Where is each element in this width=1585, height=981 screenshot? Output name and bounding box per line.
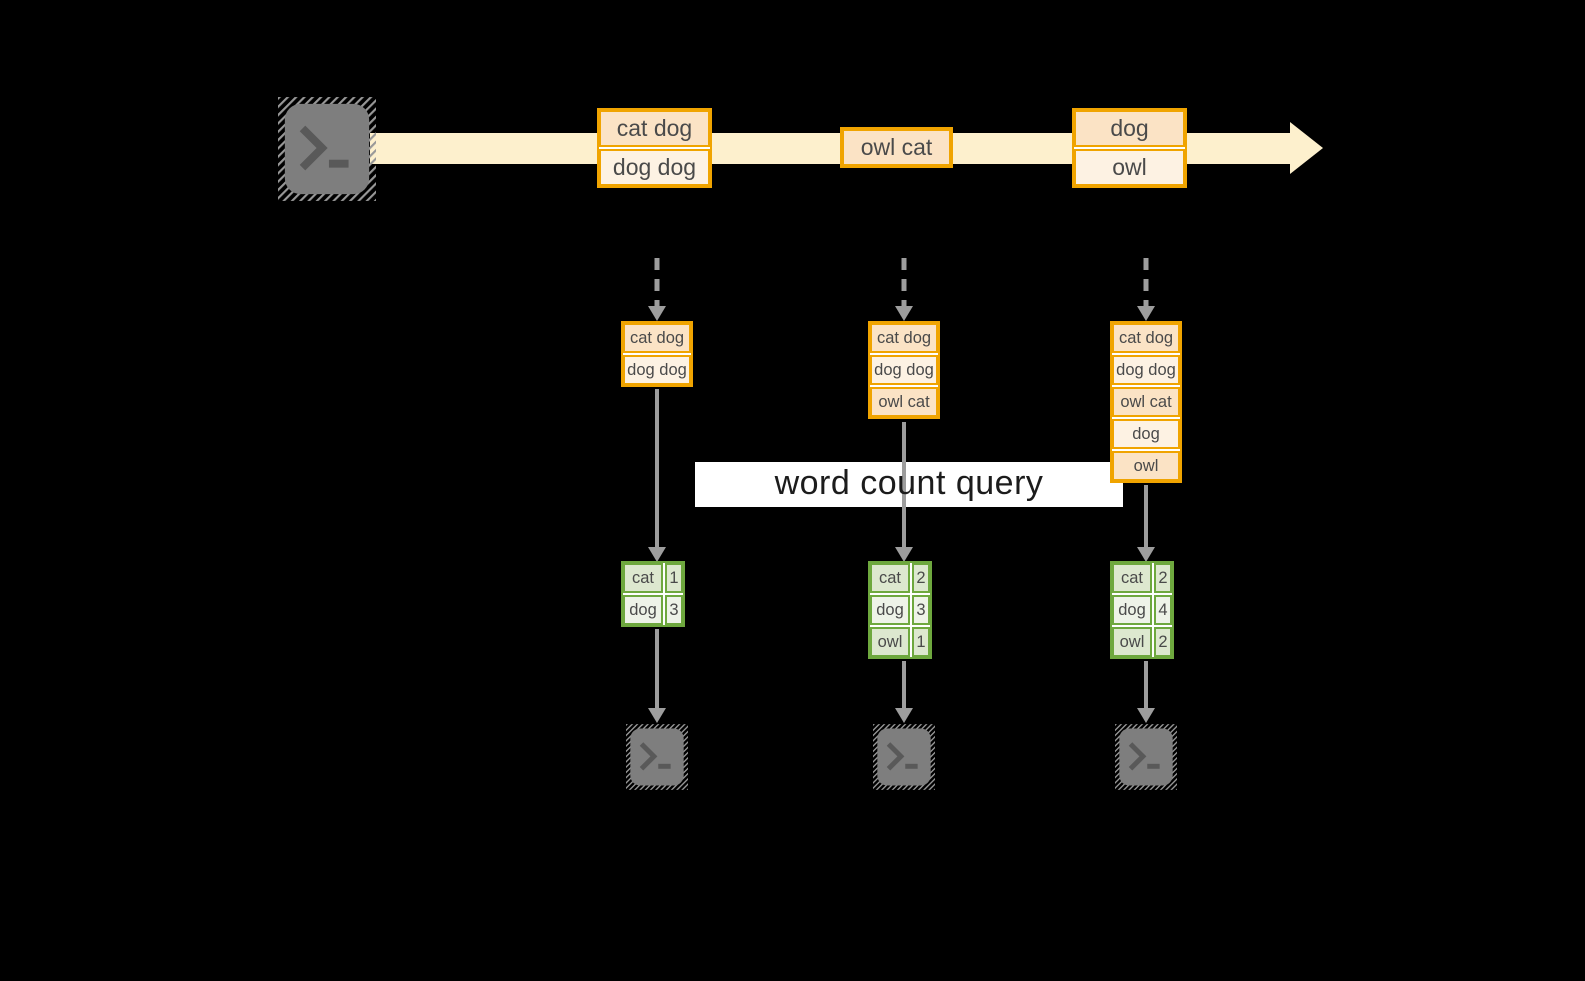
- stream-record: dog dog: [599, 149, 710, 186]
- result-word-cell: owl: [1112, 627, 1152, 657]
- flow-arrowhead-icon: [648, 708, 666, 723]
- stream-batch-box: cat dog dog dog: [597, 108, 712, 188]
- query-label-banner: [695, 462, 1123, 507]
- result-count-cell: 3: [912, 595, 930, 625]
- terminal-icon: [626, 724, 688, 790]
- stream-batch-box: owl cat: [840, 127, 953, 168]
- result-count-cell: 1: [665, 563, 683, 593]
- result-word-cell: dog: [870, 595, 910, 625]
- flow-arrowhead-icon: [1137, 547, 1155, 562]
- trigger-arrow-dashed: [901, 258, 907, 306]
- flow-arrowhead-icon: [895, 547, 913, 562]
- terminal-icon: [873, 724, 935, 790]
- result-word-cell: dog: [1112, 595, 1152, 625]
- trigger-arrow-dashed: [654, 258, 660, 306]
- state-box: cat dog dog dog owl cat: [868, 321, 940, 419]
- state-record: owl cat: [870, 387, 938, 417]
- flow-arrowhead-icon: [648, 547, 666, 562]
- flow-arrow: [902, 661, 906, 708]
- result-word-cell: dog: [623, 595, 663, 625]
- flow-arrow: [1144, 485, 1148, 547]
- terminal-icon: [1115, 724, 1177, 790]
- trigger-arrow-dashed: [1143, 258, 1149, 306]
- result-count-cell: 2: [1154, 627, 1172, 657]
- stream-record: owl cat: [842, 129, 951, 166]
- result-count-cell: 2: [1154, 563, 1172, 593]
- state-record: dog dog: [623, 355, 691, 385]
- result-table: cat 1 dog 3: [621, 561, 685, 627]
- result-table: cat 2 dog 3 owl 1: [868, 561, 932, 659]
- state-record: cat dog: [870, 323, 938, 353]
- stream-batch-box: dog owl: [1072, 108, 1187, 188]
- stream-timeline-arrowhead-icon: [1290, 122, 1323, 174]
- result-count-cell: 3: [665, 595, 683, 625]
- result-count-cell: 4: [1154, 595, 1172, 625]
- state-record: cat dog: [1112, 323, 1180, 353]
- flow-arrowhead-icon: [895, 708, 913, 723]
- result-word-cell: cat: [623, 563, 663, 593]
- state-box: cat dog dog dog owl cat dog owl: [1110, 321, 1182, 483]
- flow-arrow: [655, 389, 659, 547]
- state-record: dog dog: [1112, 355, 1180, 385]
- result-count-cell: 2: [912, 563, 930, 593]
- state-record: cat dog: [623, 323, 691, 353]
- state-record: owl: [1112, 451, 1180, 481]
- stream-record: owl: [1074, 149, 1185, 186]
- query-label: word count query: [774, 464, 1044, 502]
- stream-record: cat dog: [599, 110, 710, 147]
- terminal-icon: [278, 97, 376, 201]
- trigger-arrowhead-icon: [1137, 306, 1155, 321]
- result-count-cell: 1: [912, 627, 930, 657]
- flow-arrow: [1144, 661, 1148, 708]
- result-word-cell: cat: [870, 563, 910, 593]
- trigger-arrowhead-icon: [895, 306, 913, 321]
- flow-arrowhead-icon: [1137, 708, 1155, 723]
- trigger-arrowhead-icon: [648, 306, 666, 321]
- flow-arrow: [655, 629, 659, 708]
- result-word-cell: cat: [1112, 563, 1152, 593]
- result-word-cell: owl: [870, 627, 910, 657]
- result-table: cat 2 dog 4 owl 2: [1110, 561, 1174, 659]
- flow-arrow: [902, 422, 906, 547]
- state-record: dog: [1112, 419, 1180, 449]
- state-record: owl cat: [1112, 387, 1180, 417]
- state-box: cat dog dog dog: [621, 321, 693, 387]
- state-record: dog dog: [870, 355, 938, 385]
- stream-record: dog: [1074, 110, 1185, 147]
